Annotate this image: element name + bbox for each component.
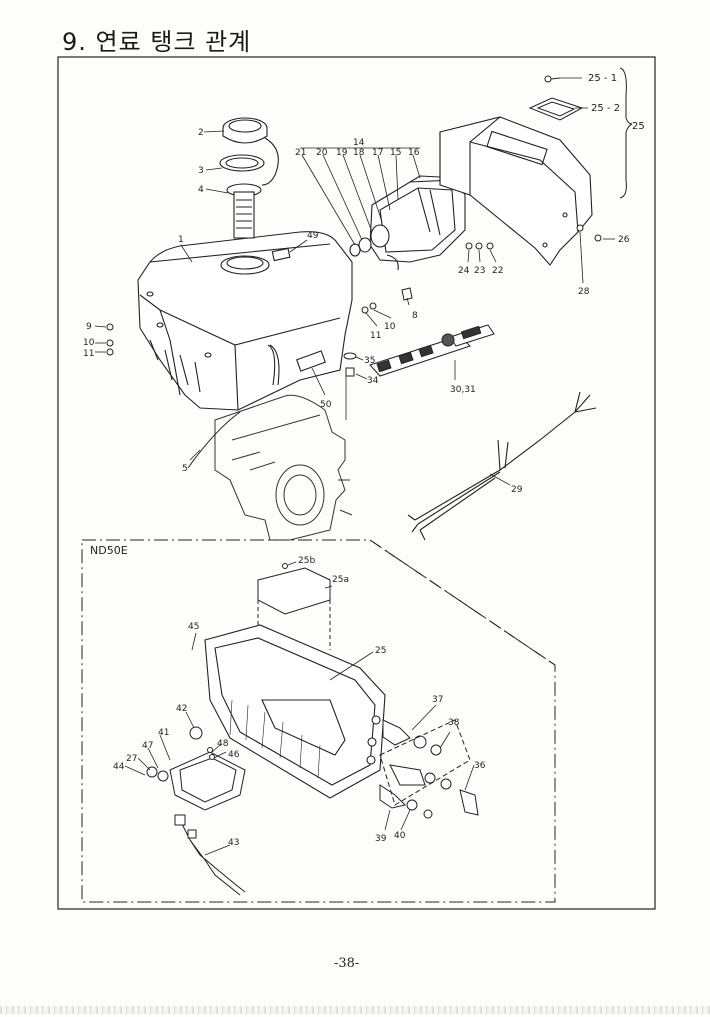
callout-15: 15 — [390, 148, 401, 158]
callout-42: 42 — [176, 704, 187, 714]
fuel-cap — [219, 117, 279, 239]
callout-29: 29 — [511, 485, 523, 495]
callout-10b: 10 — [83, 338, 95, 348]
callout-48: 48 — [217, 739, 229, 749]
callout-11: 11 — [370, 331, 381, 341]
callout-25: 25 — [632, 121, 645, 132]
callout-38: 38 — [448, 718, 460, 728]
inset-wiring — [174, 814, 246, 896]
decals — [369, 324, 495, 377]
callout-14: 14 — [353, 138, 365, 148]
callout-25c: 25 — [375, 646, 386, 656]
callout-16: 16 — [408, 148, 420, 158]
callout-5: 5 — [182, 464, 188, 474]
callout-24: 24 — [458, 266, 470, 276]
callout-25-2: 25 - 2 — [591, 103, 620, 114]
engine-outline — [214, 394, 353, 541]
callout-21: 21 — [295, 148, 306, 158]
callout-46: 46 — [228, 750, 240, 760]
callout-25-1: 25 - 1 — [588, 73, 617, 84]
callout-3: 3 — [198, 166, 204, 176]
callout-8: 8 — [412, 311, 418, 321]
callout-11b: 11 — [83, 349, 94, 359]
inset-regulator — [146, 726, 246, 811]
scan-artifact — [0, 1006, 710, 1014]
callout-17: 17 — [372, 148, 383, 158]
page-number: -38- — [334, 956, 360, 971]
fuel-hose — [187, 411, 241, 469]
cover-25 — [439, 116, 593, 266]
callout-18: 18 — [353, 148, 365, 158]
callout-25a: 25a — [332, 575, 349, 585]
callout-44: 44 — [113, 762, 125, 772]
inset-label: ND50E — [90, 544, 128, 557]
callout-27: 27 — [126, 754, 137, 764]
callout-37: 37 — [432, 695, 443, 705]
callout-22: 22 — [492, 266, 503, 276]
callout-9: 9 — [86, 322, 92, 332]
callout-4: 4 — [198, 185, 204, 195]
callout-25b: 25b — [298, 556, 315, 566]
screws — [106, 75, 602, 377]
inset-cover — [204, 624, 386, 799]
callout-40: 40 — [394, 831, 406, 841]
callout-35: 35 — [364, 356, 375, 366]
callout-45: 45 — [188, 622, 199, 632]
callout-2: 2 — [198, 128, 204, 138]
fuel-tank — [137, 231, 353, 411]
callout-47: 47 — [142, 741, 153, 751]
control-box — [349, 175, 471, 271]
callout-50: 50 — [320, 400, 332, 410]
inset-leader-lines — [124, 561, 475, 856]
callout-23: 23 — [474, 266, 485, 276]
label-plate — [528, 97, 584, 121]
callout-43: 43 — [228, 838, 239, 848]
callout-28: 28 — [578, 287, 590, 297]
callout-39: 39 — [375, 834, 387, 844]
callout-20: 20 — [316, 148, 328, 158]
callout-34: 34 — [367, 376, 379, 386]
diagram-frame — [57, 56, 656, 910]
callout-36: 36 — [474, 761, 486, 771]
inset-switches — [379, 719, 479, 819]
group-bracket — [619, 67, 633, 199]
leader-lines — [94, 77, 615, 486]
callout-30-31: 30,31 — [450, 385, 476, 395]
page-title: 9. 연료 탱크 관계 — [62, 28, 252, 56]
callout-26: 26 — [618, 235, 630, 245]
callout-49: 49 — [307, 231, 319, 241]
callout-1: 1 — [178, 235, 184, 245]
callout-19: 19 — [336, 148, 348, 158]
inset-frame — [81, 539, 556, 903]
callout-41: 41 — [158, 728, 169, 738]
wiring-harness — [407, 391, 597, 541]
callout-10: 10 — [384, 322, 396, 332]
